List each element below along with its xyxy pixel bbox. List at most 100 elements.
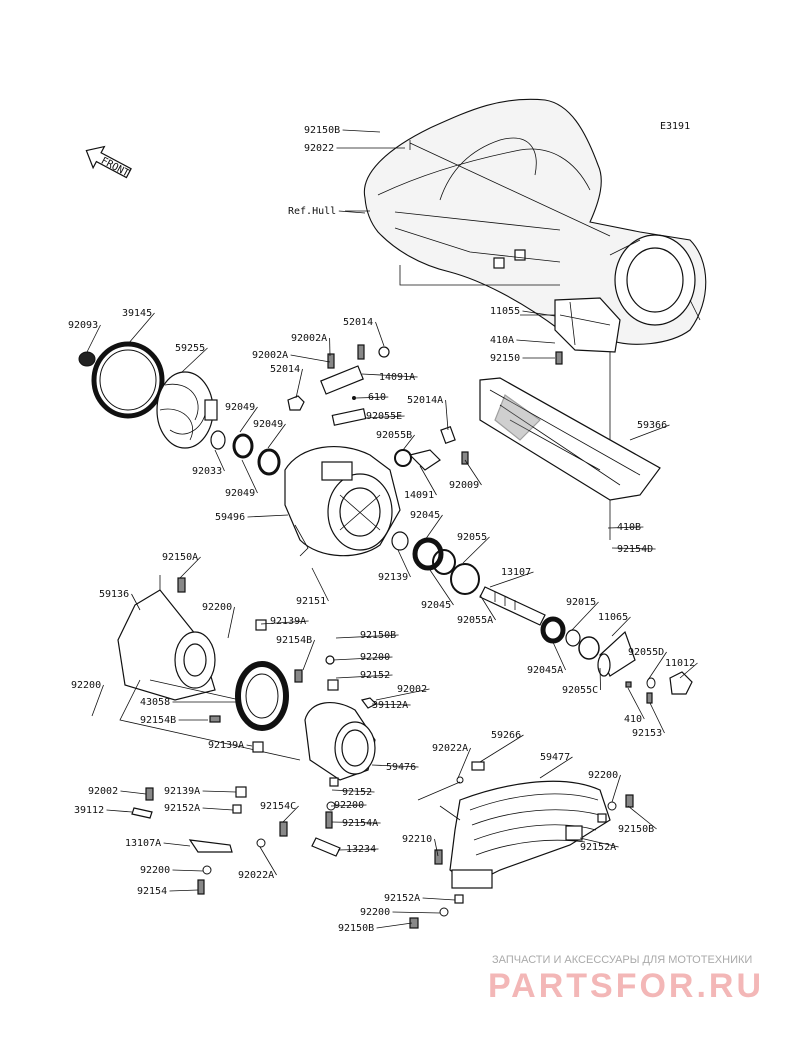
callout-92151: 92151: [296, 596, 326, 607]
part-92055E: [332, 409, 365, 425]
front-arrow-icon: FRONT: [81, 140, 135, 184]
callout-92022a: 92022A: [238, 870, 274, 881]
callout-14091: 14091: [404, 490, 434, 501]
leader-13107a: [164, 843, 190, 846]
callout-92139: 92139: [378, 572, 408, 583]
leader-92002a: [291, 355, 330, 362]
callout-92055d: 92055D: [628, 647, 664, 658]
callout-92152: 92152: [342, 787, 372, 798]
part-92045A-bearing: [543, 619, 599, 659]
callout-92139a: 92139A: [164, 786, 200, 797]
callout-92152a: 92152A: [384, 893, 420, 904]
callout-11065: 11065: [598, 612, 628, 623]
hull-shape: [364, 99, 705, 344]
callout-14091a: 14091A: [379, 372, 415, 383]
callout-92152a: 92152A: [580, 842, 616, 853]
part-92139-collar: [392, 532, 408, 550]
leader-92154: [170, 890, 199, 891]
callout-410: 410: [624, 714, 642, 725]
leader-92139a: [203, 791, 236, 792]
leader-39112: [107, 810, 133, 812]
leader-92150b: [343, 130, 380, 132]
leader-410a: [516, 340, 555, 343]
callout-92049: 92049: [253, 419, 283, 430]
leader-92139a: [247, 745, 252, 746]
callout-39145: 39145: [122, 308, 152, 319]
callout-92154c: 92154C: [260, 801, 296, 812]
callout-92002a: 92002A: [291, 333, 327, 344]
callout-52014: 52014: [343, 317, 373, 328]
callout-11055: 11055: [490, 306, 520, 317]
callout-92033: 92033: [192, 466, 222, 477]
callout-92150a: 92150A: [162, 552, 198, 563]
leader-92200: [173, 870, 204, 871]
callout-59366: 59366: [637, 420, 667, 431]
part-92150-bolt: [556, 352, 562, 364]
callout-92022a: 92022A: [432, 743, 468, 754]
leader-92152a: [203, 808, 233, 810]
callout-92045: 92045: [410, 510, 440, 521]
callout-59136: 59136: [99, 589, 129, 600]
callout-39112: 39112: [74, 805, 104, 816]
callout-92055a: 92055A: [457, 615, 493, 626]
watermark-tagline: ЗАПЧАСТИ И АКСЕССУАРЫ ДЛЯ МОТОТЕХНИКИ: [492, 954, 752, 966]
callout-ref.hull: Ref.Hull: [288, 206, 336, 217]
callout-92045a: 92045A: [527, 665, 563, 676]
callout-13107: 13107: [501, 567, 531, 578]
callout-92002a: 92002A: [252, 350, 288, 361]
callout-92009: 92009: [449, 480, 479, 491]
callout-92015: 92015: [566, 597, 596, 608]
diagram-code: E3191: [660, 121, 690, 132]
callout-92055: 92055: [457, 532, 487, 543]
leader-92200: [393, 912, 441, 913]
front-label: FRONT: [99, 156, 131, 180]
callout-92200: 92200: [588, 770, 618, 781]
callout-52014a: 52014A: [407, 395, 443, 406]
callout-92210: 92210: [402, 834, 432, 845]
callout-92150b: 92150B: [618, 824, 654, 835]
callout-92150b: 92150B: [304, 125, 340, 136]
leader-92002: [121, 791, 147, 794]
callout-92002: 92002: [88, 786, 118, 797]
callout-59496: 59496: [215, 512, 245, 523]
callout-52014: 52014: [270, 364, 300, 375]
callout-92055c: 92055C: [562, 685, 598, 696]
callout-92200: 92200: [71, 680, 101, 691]
leader-52014a: [446, 400, 448, 430]
part-39145-ring: [94, 344, 162, 416]
callout-92154b: 92154B: [140, 715, 176, 726]
callout-92002: 92002: [397, 684, 427, 695]
part-59496-housing: [285, 447, 400, 556]
callout-92152a: 92152A: [164, 803, 200, 814]
callout-92139a: 92139A: [208, 740, 244, 751]
callout-92045: 92045: [421, 600, 451, 611]
callout-43058: 43058: [140, 697, 170, 708]
part-92093-cap: [79, 352, 95, 366]
callout-11012: 11012: [665, 658, 695, 669]
callout-410a: 410A: [490, 335, 514, 346]
callout-92200: 92200: [202, 602, 232, 613]
callout-92154d: 92154D: [617, 544, 653, 555]
part-92045-bearing: [415, 540, 479, 594]
leader-59496: [248, 515, 289, 517]
callout-92150b: 92150B: [338, 923, 374, 934]
callout-92153: 92153: [632, 728, 662, 739]
callout-59476: 59476: [386, 762, 416, 773]
callout-39112a: 39112A: [372, 700, 408, 711]
callout-92154: 92154: [137, 886, 167, 897]
watermark-brand: PARTSFOR.RU: [488, 967, 764, 1005]
part-59255-impeller: [157, 372, 217, 448]
callout-92093: 92093: [68, 320, 98, 331]
callout-92049: 92049: [225, 402, 255, 413]
callout-13107a: 13107A: [125, 838, 161, 849]
callout-92150: 92150: [490, 353, 520, 364]
callout-92154a: 92154A: [342, 818, 378, 829]
callout-92200: 92200: [140, 865, 170, 876]
leader-92150b: [377, 923, 412, 928]
leader-92152a: [423, 898, 455, 900]
callout-92200: 92200: [360, 907, 390, 918]
leader-52014: [376, 322, 385, 346]
callout-92049: 92049: [225, 488, 255, 499]
